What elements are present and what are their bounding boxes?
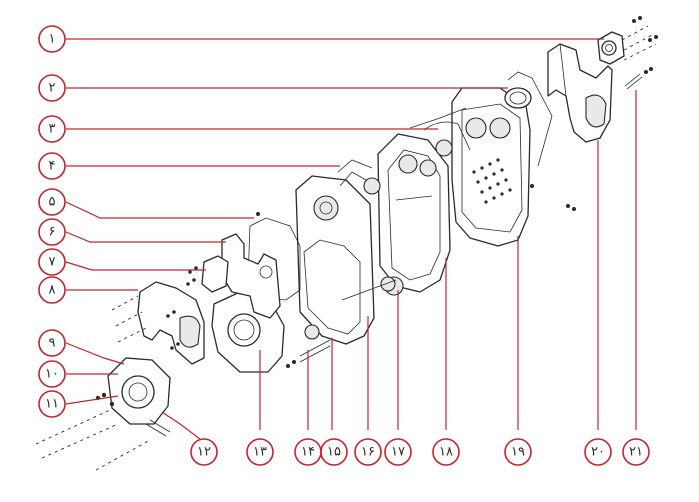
callout-2-label: ۲ bbox=[49, 81, 56, 96]
callout-1-label: ۱ bbox=[49, 32, 56, 47]
callout-19: ۱۹ bbox=[504, 438, 532, 466]
callout-16-label: ۱۶ bbox=[361, 445, 375, 460]
callout-7: ۷ bbox=[38, 248, 66, 276]
callout-3: ۳ bbox=[38, 115, 66, 143]
callout-21: ۲۱ bbox=[622, 438, 650, 466]
callout-14: ۱۴ bbox=[294, 438, 322, 466]
part-7-small-plate bbox=[186, 255, 229, 293]
callout-17-label: ۱۷ bbox=[391, 445, 405, 460]
callout-13-label: ۱۳ bbox=[253, 445, 267, 460]
callout-9-label: ۹ bbox=[49, 336, 56, 351]
callout-16: ۱۶ bbox=[354, 438, 382, 466]
callout-12: ۱۲ bbox=[190, 438, 218, 466]
part-2-o-ring bbox=[504, 71, 553, 167]
callout-2: ۲ bbox=[38, 74, 66, 102]
callout-20: ۲۰ bbox=[584, 438, 612, 466]
callout-15: ۱۵ bbox=[320, 438, 348, 466]
callout-11: ۱۱ bbox=[38, 390, 66, 418]
callout-13: ۱۳ bbox=[246, 438, 274, 466]
callout-10: ۱۰ bbox=[38, 360, 66, 388]
part-3-seal-ring bbox=[423, 121, 471, 157]
callout-12-label: ۱۲ bbox=[197, 445, 211, 460]
housing-hole-grid bbox=[472, 158, 512, 204]
callout-10-label: ۱۰ bbox=[45, 367, 59, 382]
callout-14-label: ۱۴ bbox=[301, 445, 315, 460]
callout-8: ۸ bbox=[38, 276, 66, 304]
part-21-bolt bbox=[624, 67, 653, 90]
callout-6-label: ۶ bbox=[49, 225, 56, 240]
callout-1: ۱ bbox=[38, 25, 66, 53]
part-8-mount-bracket bbox=[111, 281, 205, 365]
callout-20-label: ۲۰ bbox=[591, 445, 605, 460]
part-1-cover-plate bbox=[597, 16, 658, 65]
callout-18-label: ۱۸ bbox=[439, 445, 453, 460]
part-4-spacer bbox=[337, 159, 373, 173]
callout-19-label: ۱۹ bbox=[511, 445, 525, 460]
leader-lines bbox=[65, 38, 637, 440]
callout-3-label: ۳ bbox=[49, 122, 56, 137]
part-16-front-plate bbox=[295, 171, 381, 345]
callout-5-label: ۵ bbox=[49, 195, 56, 210]
part-9-10-11-fasteners bbox=[35, 392, 151, 471]
callout-8-label: ۸ bbox=[49, 283, 56, 298]
callout-4: ۴ bbox=[38, 152, 66, 180]
part-20-end-bracket bbox=[547, 43, 613, 143]
part-19-main-housing bbox=[451, 87, 576, 247]
part-6-bracket bbox=[221, 233, 281, 319]
callout-11-label: ۱۱ bbox=[45, 397, 59, 412]
callout-4-label: ۴ bbox=[49, 159, 56, 174]
callout-9: ۹ bbox=[38, 329, 66, 357]
part-15-bolts bbox=[286, 324, 331, 368]
callout-17: ۱۷ bbox=[384, 438, 412, 466]
callout-21-label: ۲۱ bbox=[629, 445, 643, 460]
callout-6: ۶ bbox=[38, 218, 66, 246]
callout-18: ۱۸ bbox=[432, 438, 460, 466]
callout-15-label: ۱۵ bbox=[327, 445, 341, 460]
part-12-base-flange bbox=[107, 357, 171, 437]
part-17-plug bbox=[341, 276, 397, 301]
callout-5: ۵ bbox=[38, 188, 66, 216]
part-18-gasket-frame bbox=[377, 107, 467, 296]
callout-7-label: ۷ bbox=[49, 255, 56, 270]
